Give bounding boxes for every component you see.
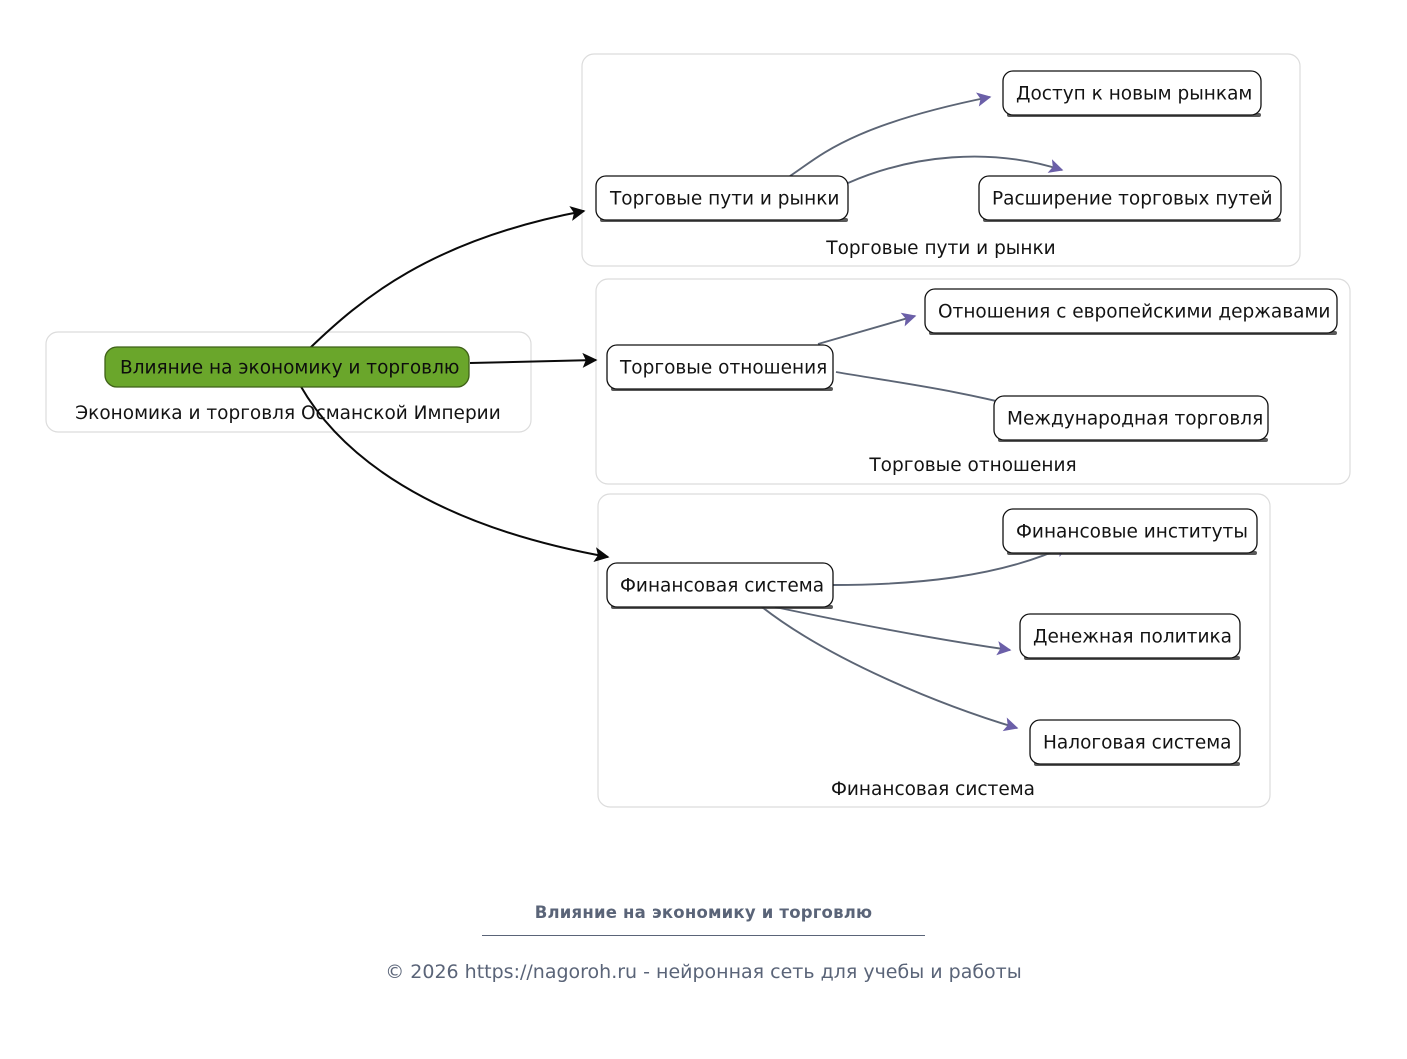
edge-routes-to-expansion bbox=[847, 155, 1064, 184]
node-trade-routes[interactable]: Торговые пути и рынки bbox=[595, 175, 849, 222]
edge-root-to-trade-routes bbox=[309, 206, 586, 349]
node-root-impact-box[interactable] bbox=[104, 346, 470, 388]
node-monetary-policy-label: Денежная политика bbox=[1033, 627, 1232, 648]
node-european-relations-box[interactable] bbox=[924, 288, 1338, 334]
node-international-trade-label: Международная торговля bbox=[1007, 409, 1263, 430]
node-trade-relations-box[interactable] bbox=[606, 344, 834, 390]
node-european-relations-label: Отношения с европейскими державами bbox=[938, 302, 1330, 323]
cluster-trade-routes: Торговые пути и рынки Торговые пути и ры… bbox=[581, 53, 1301, 267]
edge-routes-to-access bbox=[789, 92, 992, 177]
node-monetary-policy[interactable]: Денежная политика bbox=[1019, 613, 1241, 660]
cluster-financial-system-label: Финансовая система bbox=[831, 779, 1035, 800]
edge-root-to-financial-system bbox=[299, 384, 610, 562]
node-tax-system[interactable]: Налоговая система bbox=[1029, 719, 1241, 766]
node-new-markets-access[interactable]: Доступ к новым рынкам bbox=[1002, 70, 1262, 117]
node-new-markets-access-label: Доступ к новым рынкам bbox=[1016, 84, 1252, 105]
node-monetary-policy-box[interactable] bbox=[1019, 613, 1241, 659]
node-european-relations[interactable]: Отношения с европейскими державами bbox=[924, 288, 1338, 335]
edge-finance-to-tax-system bbox=[761, 606, 1019, 732]
node-financial-system-label: Финансовая система bbox=[620, 576, 824, 597]
edge-relations-to-europe bbox=[817, 312, 917, 345]
node-trade-routes-box[interactable] bbox=[595, 175, 849, 221]
node-routes-expansion-box[interactable] bbox=[978, 175, 1282, 221]
footer-title: Влияние на экономику и торговлю bbox=[534, 903, 873, 922]
node-new-markets-access-box[interactable] bbox=[1002, 70, 1262, 116]
footer-divider bbox=[0, 925, 1407, 944]
node-financial-system-box[interactable] bbox=[606, 562, 834, 608]
node-trade-routes-label: Торговые пути и рынки bbox=[609, 189, 839, 210]
node-international-trade-box[interactable] bbox=[993, 395, 1269, 441]
edge-finance-to-monetary-policy bbox=[774, 606, 1012, 656]
node-international-trade[interactable]: Международная торговля bbox=[993, 395, 1269, 442]
node-routes-expansion[interactable]: Расширение торговых путей bbox=[978, 175, 1282, 222]
node-financial-system[interactable]: Финансовая система bbox=[606, 562, 834, 609]
edge-finance-to-institutions bbox=[832, 544, 1070, 586]
node-tax-system-box[interactable] bbox=[1029, 719, 1241, 765]
node-root-impact[interactable]: Влияние на экономику и торговлю bbox=[104, 346, 470, 388]
cluster-financial-system: Финансовая система Финансовая система Фи… bbox=[597, 493, 1271, 808]
edge-root-to-trade-relations bbox=[469, 352, 598, 368]
footer-copyright: © 2026 https://nagoroh.ru - нейронная се… bbox=[385, 961, 1022, 983]
cluster-trade-relations: Торговые отношения Торговые отношения От… bbox=[595, 278, 1351, 485]
node-tax-system-label: Налоговая система bbox=[1043, 733, 1232, 754]
cluster-root-label: Экономика и торговля Османской Империи bbox=[75, 403, 500, 424]
node-trade-relations-label: Торговые отношения bbox=[619, 358, 827, 379]
node-trade-relations[interactable]: Торговые отношения bbox=[606, 344, 834, 391]
footer-divider-line bbox=[482, 935, 925, 936]
node-root-impact-label: Влияние на экономику и торговлю bbox=[120, 358, 460, 379]
cluster-trade-relations-label: Торговые отношения bbox=[868, 455, 1076, 476]
cluster-trade-routes-label: Торговые пути и рынки bbox=[825, 238, 1055, 259]
node-financial-institutions-label: Финансовые институты bbox=[1016, 522, 1248, 543]
node-financial-institutions[interactable]: Финансовые институты bbox=[1002, 508, 1258, 555]
node-financial-institutions-box[interactable] bbox=[1002, 508, 1258, 554]
node-routes-expansion-label: Расширение торговых путей bbox=[992, 189, 1273, 210]
